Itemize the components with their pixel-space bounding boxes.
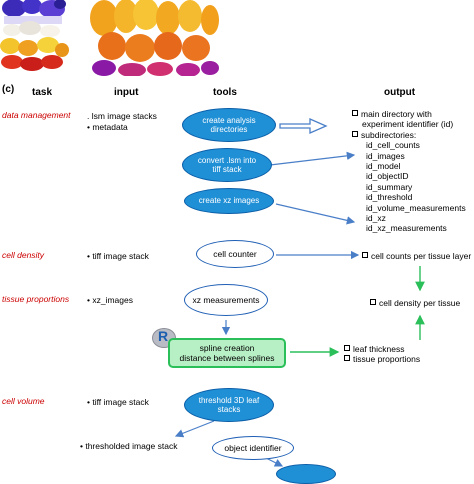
input-metadata: • metadata <box>87 122 128 132</box>
tool-next-partial[interactable] <box>276 464 336 484</box>
arrow-xz-to-id-xz <box>275 203 356 225</box>
output-main-dir-line2: experiment identifier (id) <box>362 119 454 130</box>
task-data-management: data management <box>2 110 71 120</box>
arrow-threshold-to-thresholded <box>174 420 215 438</box>
tool-spline-creation[interactable]: spline creation distance between splines <box>168 338 286 368</box>
flow-arrows <box>174 118 425 467</box>
tool-cell-counter-label: cell counter <box>213 249 257 259</box>
input-tiff-2-label: tiff image stack <box>92 397 149 407</box>
tool-object-identifier-label: object identifier <box>224 443 282 453</box>
input-metadata-label: metadata <box>92 122 128 132</box>
bullet-square <box>352 130 358 137</box>
input-thresholded-label: thresholded image stack <box>85 441 178 451</box>
bullet-square <box>362 252 368 258</box>
subdir-item: id_xz <box>366 213 386 224</box>
panel-label: (c) <box>2 84 15 95</box>
header-task: task <box>32 87 53 98</box>
tool-cell-counter[interactable]: cell counter <box>196 240 274 268</box>
subdir-item: id_xz_measurements <box>366 223 447 234</box>
bullet-square <box>344 355 350 362</box>
tool-convert-line1: convert .lsm into <box>197 155 257 165</box>
input-tiff-1: • tiff image stack <box>87 251 149 261</box>
output-tissue-props-label: tissue proportions <box>353 354 421 365</box>
input-lsm: . lsm image stacks <box>87 111 157 121</box>
microscopy-images <box>0 0 220 76</box>
output-cell-counts: cell counts per tissue layer <box>362 251 471 261</box>
tool-spline-line2: distance between splines <box>179 353 275 363</box>
header-tools: tools <box>213 87 237 98</box>
task-tissue-proportions: tissue proportions <box>2 294 70 304</box>
tool-object-identifier[interactable]: object identifier <box>212 436 294 460</box>
header-input: input <box>114 87 139 98</box>
output-cell-density: cell density per tissue <box>370 298 460 308</box>
input-xz-label: xz_images <box>92 295 133 305</box>
tool-create-xz[interactable]: create xz images <box>184 188 274 214</box>
input-tiff-2: • tiff image stack <box>87 397 149 407</box>
tool-threshold-line2: stacks <box>217 405 241 414</box>
bullet-square <box>344 345 350 351</box>
tool-create-xz-label: create xz images <box>198 196 260 206</box>
tool-convert-line2: tiff stack <box>212 165 242 174</box>
subdir-item: id_summary <box>366 181 413 192</box>
task-cell-volume: cell volume <box>2 396 45 406</box>
task-cell-density: cell density <box>2 250 45 260</box>
tool-create-directories-line1: create analysis <box>202 115 256 125</box>
subdir-item: id_cell_counts <box>366 140 420 151</box>
output-main-dir-line1: main directory with <box>361 109 432 119</box>
output-leaf-thickness: leaf thickness tissue proportions <box>344 344 420 365</box>
output-cell-density-label: cell density per tissue <box>379 298 461 308</box>
output-leaf-thickness-label: leaf thickness <box>353 344 405 354</box>
output-subdirs-label: subdirectories: <box>361 129 417 140</box>
bullet-square <box>352 110 358 116</box>
arrow-dirs-to-output <box>279 118 328 134</box>
tool-xz-measurements-label: xz measurements <box>192 295 260 305</box>
bullet-square <box>370 299 376 305</box>
subdir-item: id_objectID <box>366 171 409 182</box>
tool-spline-line1: spline creation <box>199 342 255 353</box>
subdir-item: id_images <box>366 150 405 161</box>
tool-xz-measurements[interactable]: xz measurements <box>184 284 268 316</box>
subdir-item: id_threshold <box>366 192 413 203</box>
header-output: output <box>384 87 416 98</box>
tool-create-directories-line2: directories <box>210 125 248 134</box>
r-logo-letter: R <box>158 328 169 344</box>
output-main-dir: main directory with experiment identifie… <box>352 109 466 234</box>
subdir-item: id_model <box>366 161 401 172</box>
arrow-objid-down <box>265 457 284 467</box>
input-thresholded: • thresholded image stack <box>80 441 178 451</box>
output-cell-counts-label: cell counts per tissue layer <box>371 251 472 261</box>
input-xz: • xz_images <box>87 295 133 305</box>
tool-threshold-line1: threshold 3D leaf <box>198 395 260 405</box>
input-tiff-1-label: tiff image stack <box>92 251 149 261</box>
subdir-item: id_volume_measurements <box>366 202 466 213</box>
arrow-convert-to-images <box>269 151 356 166</box>
